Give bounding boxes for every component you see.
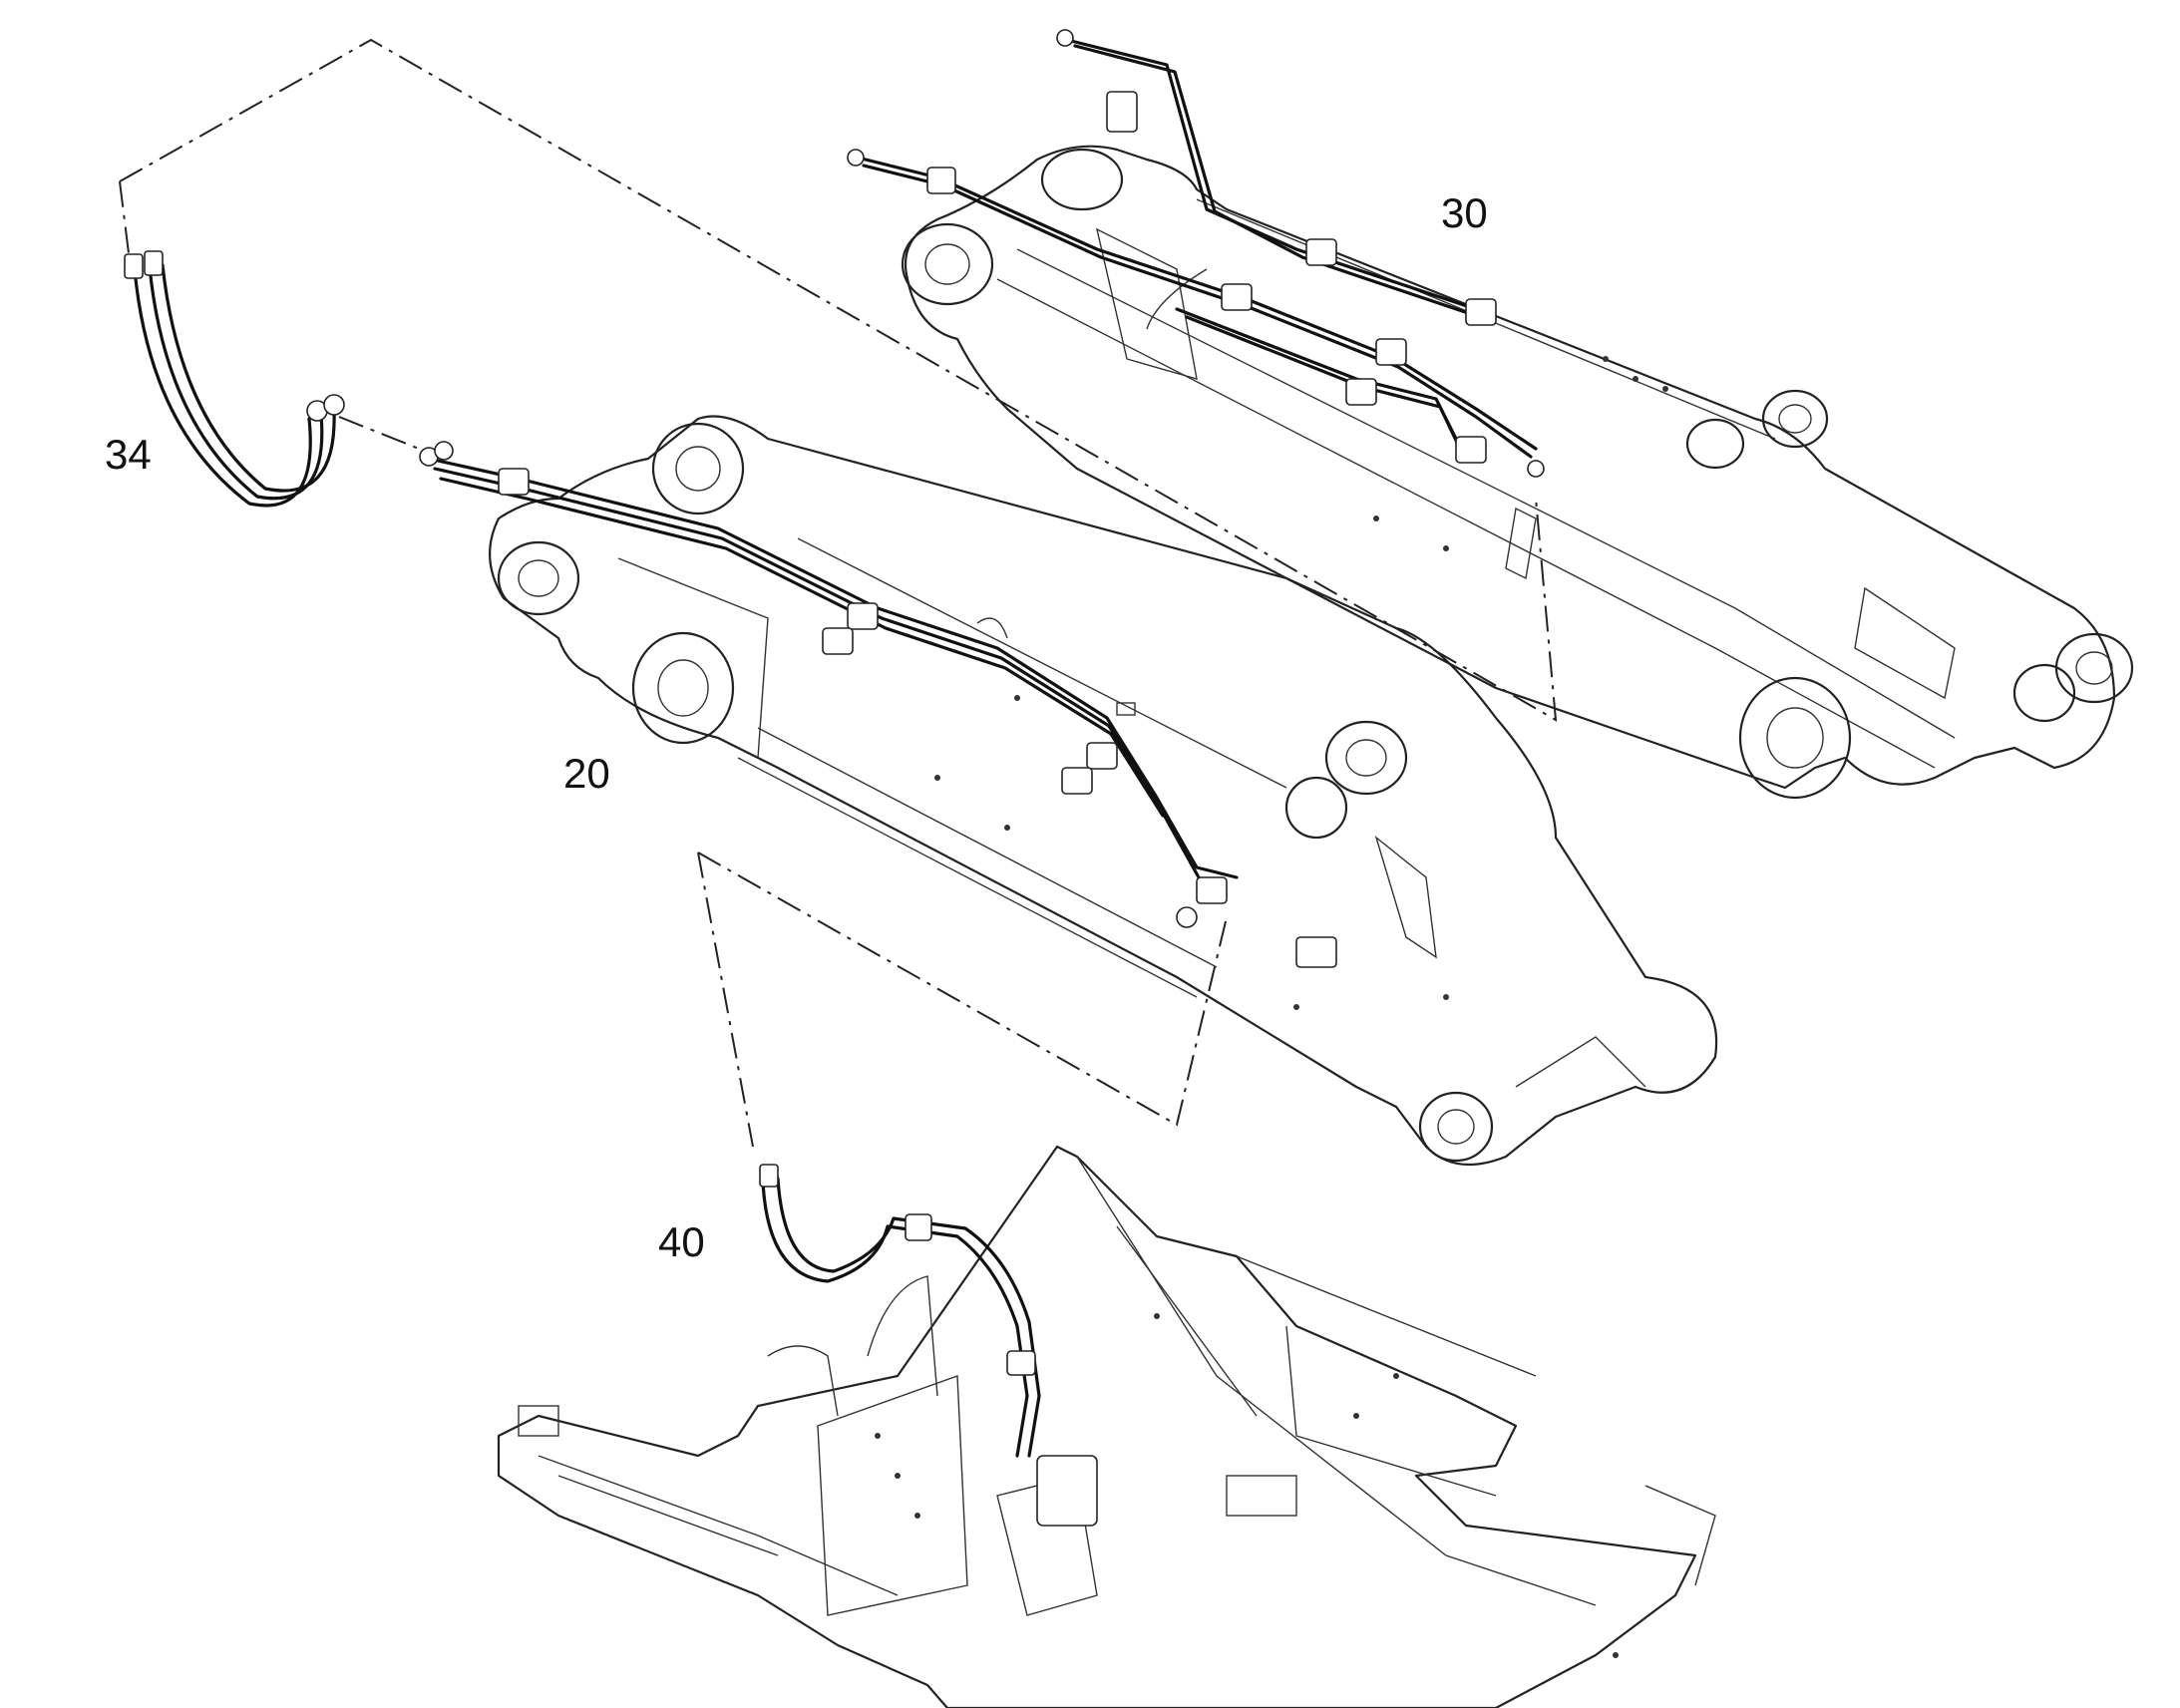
hose-pair-34 [124, 250, 345, 508]
chassis-assembly-40 [497, 1145, 1716, 1708]
boom-assembly-20 [419, 415, 1718, 1167]
callout-40: 40 [658, 1218, 705, 1265]
callout-30: 30 [1441, 189, 1488, 236]
assembly-leader-lines [119, 38, 1558, 1148]
callout-20: 20 [563, 750, 610, 797]
callout-34: 34 [105, 431, 152, 478]
boom-assembly-30 [847, 29, 2134, 800]
